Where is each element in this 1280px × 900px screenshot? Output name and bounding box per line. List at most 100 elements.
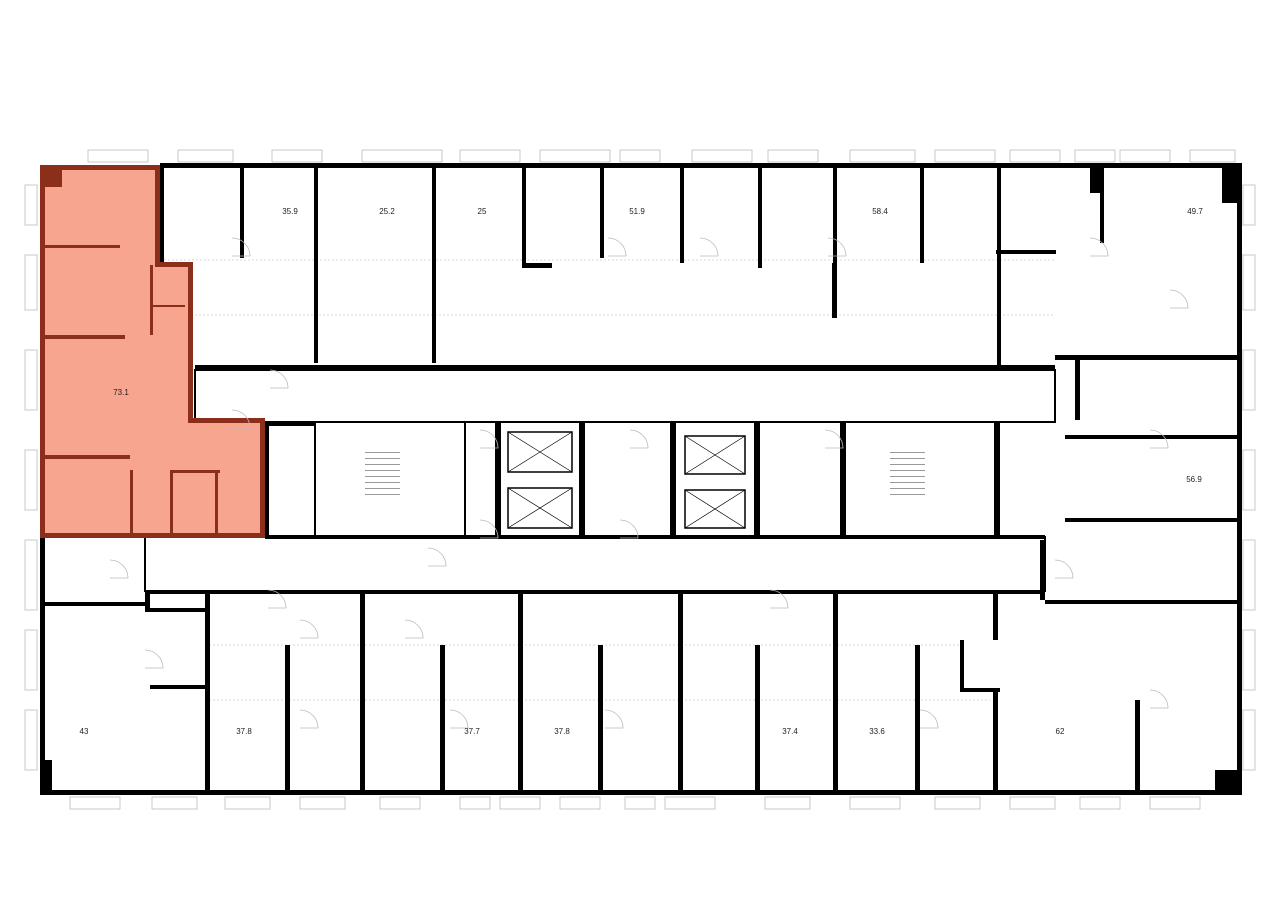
window	[1119, 149, 1171, 163]
window	[24, 184, 38, 226]
stair-step	[365, 458, 400, 459]
window	[459, 149, 521, 163]
core-wall	[265, 422, 315, 426]
door-swing	[299, 619, 319, 639]
highlight-wall	[155, 262, 193, 267]
window	[1079, 796, 1121, 810]
stair-step	[365, 488, 400, 489]
highlight-wall	[188, 418, 265, 423]
outer-wall	[40, 790, 1242, 795]
unit-area-label[interactable]: 25	[478, 207, 487, 216]
unit-area-label[interactable]: 62	[1056, 727, 1065, 736]
stair-step	[890, 470, 925, 471]
wall	[920, 168, 924, 263]
wall	[832, 263, 837, 318]
window	[934, 796, 981, 810]
wall	[314, 168, 318, 363]
window	[1074, 149, 1116, 163]
outer-wall	[160, 163, 1242, 168]
stair-step	[890, 488, 925, 489]
door-swing	[231, 409, 251, 429]
door-swing	[267, 589, 287, 609]
window	[177, 149, 234, 163]
unit-area-label-selected[interactable]: 73.1	[113, 388, 129, 397]
core-wall	[495, 422, 500, 537]
wall	[1075, 360, 1080, 420]
window	[1149, 796, 1201, 810]
unit-area-label[interactable]: 37.8	[554, 727, 570, 736]
wall	[915, 645, 920, 795]
window	[24, 349, 38, 411]
window	[1009, 149, 1061, 163]
column	[1090, 163, 1102, 193]
unit-area-label[interactable]: 37.8	[236, 727, 252, 736]
core-wall	[670, 422, 675, 537]
unit-area-label[interactable]: 33.6	[869, 727, 885, 736]
wall	[678, 590, 683, 795]
door-swing	[404, 619, 424, 639]
unit-area-label[interactable]: 58.4	[872, 207, 888, 216]
window	[1009, 796, 1056, 810]
window	[1242, 539, 1256, 611]
stair-step	[890, 452, 925, 453]
wall	[1065, 518, 1240, 522]
wall	[833, 168, 837, 318]
door-swing	[231, 237, 251, 257]
wall	[518, 590, 523, 795]
unit-area-label[interactable]: 37.7	[464, 727, 480, 736]
unit-area-label[interactable]: 49.7	[1187, 207, 1203, 216]
highlight-wall	[155, 165, 160, 265]
interior-thin-walls	[144, 259, 1056, 701]
window	[24, 254, 38, 311]
window	[1242, 349, 1256, 411]
window	[624, 796, 656, 810]
highlight-wall	[188, 262, 193, 422]
walls	[40, 163, 1242, 795]
unit-area-label[interactable]: 51.9	[629, 207, 645, 216]
wall	[150, 608, 205, 612]
wall	[598, 645, 603, 795]
window	[87, 149, 149, 163]
highlight-wall	[170, 470, 220, 473]
door-swing	[269, 369, 289, 389]
door-swing	[827, 237, 847, 257]
window	[69, 796, 121, 810]
core-wall	[995, 422, 1000, 537]
unit-area-label[interactable]: 25.2	[379, 207, 395, 216]
highlight-wall	[40, 533, 265, 538]
window	[151, 796, 198, 810]
core-wall	[755, 422, 760, 537]
window	[24, 709, 38, 771]
apartment-73-1-highlight[interactable]	[40, 165, 265, 537]
stair-step	[890, 458, 925, 459]
stair-step	[365, 470, 400, 471]
window	[1242, 709, 1256, 771]
window	[664, 796, 716, 810]
window	[1242, 254, 1256, 311]
door-swing	[619, 519, 639, 539]
wall	[758, 168, 762, 268]
window	[849, 149, 916, 163]
unit-area-label[interactable]: 56.9	[1186, 475, 1202, 484]
core-wall	[840, 422, 845, 537]
stair-step	[890, 482, 925, 483]
highlight-wall	[40, 165, 62, 187]
wall	[997, 168, 1001, 368]
wall	[150, 685, 205, 689]
core-wall	[580, 422, 585, 537]
window	[24, 539, 38, 611]
unit-area-label[interactable]: 43	[80, 727, 89, 736]
wall	[160, 168, 164, 263]
wall	[522, 263, 552, 268]
door-swing	[1089, 237, 1109, 257]
stair-step	[365, 464, 400, 465]
door-swing	[1169, 289, 1189, 309]
wall	[360, 590, 365, 795]
unit-area-label[interactable]: 37.4	[782, 727, 798, 736]
highlight-wall	[170, 470, 173, 535]
highlight-walls	[40, 165, 265, 538]
window	[299, 796, 346, 810]
outer-wall	[40, 537, 45, 795]
unit-area-label[interactable]: 35.9	[282, 207, 298, 216]
